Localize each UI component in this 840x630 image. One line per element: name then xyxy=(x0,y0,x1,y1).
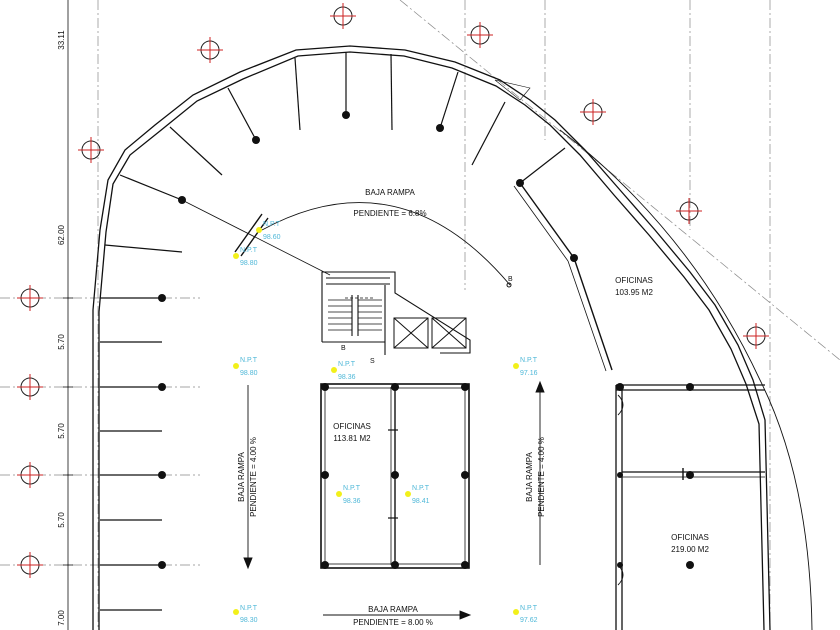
level-value-1: 98.60 xyxy=(263,234,281,241)
dimension-top: 33.11 xyxy=(57,30,66,50)
level-value-7: 98.41 xyxy=(412,498,430,505)
office-center-name: OFICINAS xyxy=(333,422,371,431)
outer-wall xyxy=(92,45,813,630)
level-value-3: 98.36 xyxy=(338,374,356,381)
left-ramp-title: BAJA RAMPA xyxy=(237,452,246,502)
right-ramp-slope: PENDIENTE = 4.00 % xyxy=(537,437,546,517)
curved-ramp-title: BAJA RAMPA xyxy=(365,188,415,197)
office-south-name: OFICINAS xyxy=(671,533,709,542)
svg-text:N.P.T: N.P.T xyxy=(343,485,361,492)
ramp-arrows xyxy=(243,380,545,620)
axis-marker-2 xyxy=(17,374,43,400)
svg-text:N.P.T: N.P.T xyxy=(412,485,430,492)
axis-marker-4 xyxy=(17,552,43,578)
office-center-walls xyxy=(320,383,470,569)
level-marker-7: N.P.T 98.41 xyxy=(405,485,430,505)
level-value-6: 98.36 xyxy=(343,498,361,505)
elevators xyxy=(393,317,467,349)
dimension-bottom: 7.00 xyxy=(57,610,66,626)
svg-text:N.P.T: N.P.T xyxy=(520,357,538,364)
office-south-walls xyxy=(615,384,765,630)
level-value-4: 98.80 xyxy=(240,370,258,377)
level-marker-8: N.P.T 98.30 xyxy=(233,605,258,624)
bottom-ramp-title: BAJA RAMPA xyxy=(368,605,418,614)
dimension-1: 5.70 xyxy=(57,334,66,350)
stair-core xyxy=(321,271,471,355)
svg-text:N.P.T: N.P.T xyxy=(338,361,356,368)
office-east-area: 103.95 M2 xyxy=(615,288,653,297)
level-value-2: 98.80 xyxy=(240,260,258,267)
dimension-chain: 33.11 62.00 5.70 5.70 5.70 7.00 xyxy=(57,0,73,630)
axis-marker-11 xyxy=(743,323,769,349)
level-marker-9: N.P.T 97.62 xyxy=(513,605,538,624)
axis-marker-1 xyxy=(17,285,43,311)
dimension-upper: 62.00 xyxy=(57,224,66,245)
level-marker-1: N.P.T 98.60 xyxy=(256,221,281,241)
office-south-area: 219.00 M2 xyxy=(671,545,709,554)
right-ramp-title: BAJA RAMPA xyxy=(525,452,534,502)
curved-ramp-slope: PENDIENTE = 6.8% xyxy=(353,209,426,218)
axis-markers xyxy=(17,3,769,578)
level-marker-3: N.P.T 98.36 xyxy=(331,361,356,381)
left-ramp-slope: PENDIENTE = 4.00 % xyxy=(249,437,258,517)
stair-mark-down: B xyxy=(341,345,346,352)
svg-text:N.P.T: N.P.T xyxy=(240,357,258,364)
level-marker-5: N.P.T 97.16 xyxy=(513,357,538,377)
svg-text:N.P.T: N.P.T xyxy=(240,247,258,254)
level-marker-4: N.P.T 98.80 xyxy=(233,357,258,377)
curved-ramp xyxy=(181,182,613,372)
level-value-9: 97.62 xyxy=(520,617,538,624)
axis-marker-8 xyxy=(467,22,493,48)
bottom-ramp-slope: PENDIENTE = 8.00 % xyxy=(353,618,433,627)
ramp-mark-b: B xyxy=(508,276,513,283)
svg-text:N.P.T: N.P.T xyxy=(263,221,281,228)
office-center-area: 113.81 M2 xyxy=(333,434,371,443)
axis-marker-3 xyxy=(17,462,43,488)
level-value-8: 98.30 xyxy=(240,617,258,624)
svg-text:N.P.T: N.P.T xyxy=(240,605,258,612)
level-value-5: 97.16 xyxy=(520,370,538,377)
level-marker-2: N.P.T 98.80 xyxy=(233,247,258,267)
level-marker-6: N.P.T 98.36 xyxy=(336,485,361,505)
parking-stalls xyxy=(100,52,566,611)
svg-text:N.P.T: N.P.T xyxy=(520,605,538,612)
dimension-3: 5.70 xyxy=(57,512,66,528)
stair-mark-up: S xyxy=(370,358,375,365)
axis-marker-7 xyxy=(330,3,356,29)
axis-marker-9 xyxy=(580,99,606,125)
dimension-2: 5.70 xyxy=(57,423,66,439)
axis-marker-5 xyxy=(78,137,104,163)
office-east-name: OFICINAS xyxy=(615,276,653,285)
axis-marker-10 xyxy=(676,198,702,224)
axis-marker-6 xyxy=(197,37,223,63)
